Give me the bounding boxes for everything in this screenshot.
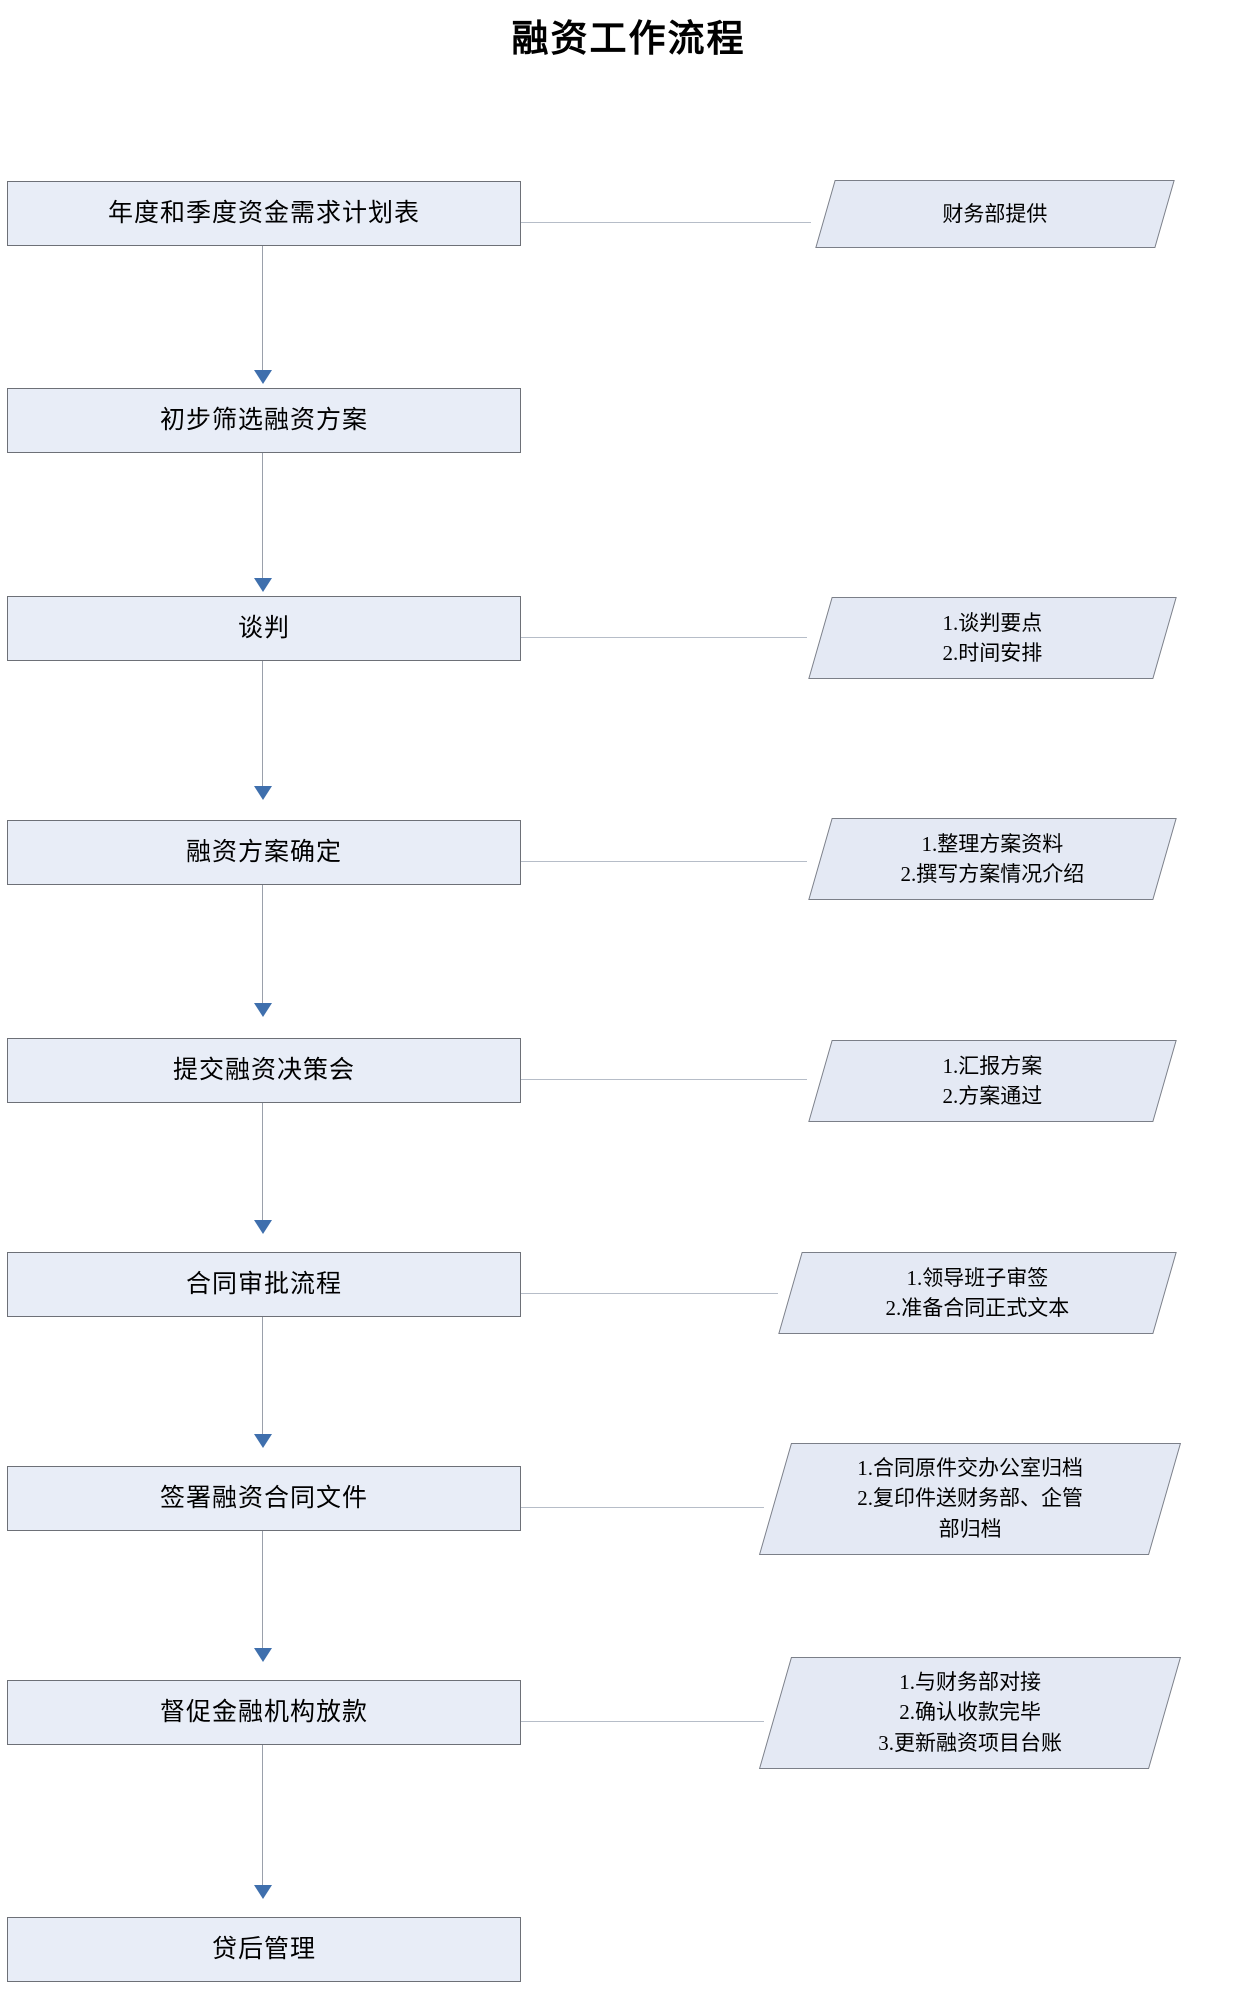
flow-stem-1 — [262, 246, 263, 370]
flow-arrow-7 — [254, 1648, 272, 1662]
flow-arrow-4 — [254, 1003, 272, 1017]
connector-5 — [521, 1079, 807, 1080]
connector-3 — [521, 637, 807, 638]
note-node-6[interactable]: 1.领导班子审签 2.准备合同正式文本 — [778, 1252, 1177, 1334]
flow-stem-4 — [262, 885, 263, 1003]
note-node-5[interactable]: 1.汇报方案 2.方案通过 — [808, 1040, 1177, 1122]
note-node-6-label: 1.领导班子审签 2.准备合同正式文本 — [885, 1265, 1070, 1320]
process-node-5-label: 提交融资决策会 — [172, 1056, 355, 1084]
note-node-8-label: 1.与财务部对接 2.确认收款完毕 3.更新融资项目台账 — [878, 1670, 1062, 1756]
flow-stem-5 — [262, 1103, 263, 1220]
note-node-4[interactable]: 1.整理方案资料 2.撰写方案情况介绍 — [808, 818, 1177, 900]
connector-8 — [521, 1721, 764, 1722]
note-node-1-label: 财务部提供 — [942, 201, 1048, 226]
connector-4 — [521, 861, 807, 862]
note-node-8[interactable]: 1.与财务部对接 2.确认收款完毕 3.更新融资项目台账 — [758, 1657, 1182, 1769]
process-node-4[interactable]: 融资方案确定 — [7, 820, 521, 885]
flow-arrow-8 — [254, 1885, 272, 1899]
flow-arrow-6 — [254, 1434, 272, 1448]
process-node-6[interactable]: 合同审批流程 — [7, 1252, 521, 1317]
flow-arrow-2 — [254, 578, 272, 592]
process-node-2-label: 初步筛选融资方案 — [159, 406, 368, 434]
flow-stem-6 — [262, 1317, 263, 1434]
process-node-9[interactable]: 贷后管理 — [7, 1917, 521, 1982]
process-node-5[interactable]: 提交融资决策会 — [7, 1038, 521, 1103]
connector-6 — [521, 1293, 778, 1294]
process-node-1[interactable]: 年度和季度资金需求计划表 — [7, 181, 521, 246]
process-node-8[interactable]: 督促金融机构放款 — [7, 1680, 521, 1745]
note-node-7-label: 1.合同原件交办公室归档 2.复印件送财务部、企管 部归档 — [857, 1456, 1083, 1542]
note-node-5-label: 1.汇报方案 2.方案通过 — [942, 1053, 1043, 1108]
process-node-2[interactable]: 初步筛选融资方案 — [7, 388, 521, 453]
connector-7 — [521, 1507, 764, 1508]
process-node-7[interactable]: 签署融资合同文件 — [7, 1466, 521, 1531]
connector-1 — [521, 222, 811, 223]
flow-arrow-3 — [254, 786, 272, 800]
note-node-3[interactable]: 1.谈判要点 2.时间安排 — [808, 597, 1177, 679]
process-node-8-label: 督促金融机构放款 — [159, 1698, 368, 1726]
process-node-7-label: 签署融资合同文件 — [159, 1484, 368, 1512]
process-node-4-label: 融资方案确定 — [185, 838, 342, 866]
note-node-3-label: 1.谈判要点 2.时间安排 — [942, 610, 1043, 665]
process-node-3-label: 谈判 — [237, 614, 290, 642]
process-node-9-label: 贷后管理 — [211, 1935, 316, 1963]
flow-stem-7 — [262, 1531, 263, 1648]
note-node-7[interactable]: 1.合同原件交办公室归档 2.复印件送财务部、企管 部归档 — [758, 1443, 1182, 1555]
note-node-4-label: 1.整理方案资料 2.撰写方案情况介绍 — [900, 831, 1085, 886]
flow-stem-8 — [262, 1745, 263, 1885]
page-title: 融资工作流程 — [511, 18, 746, 59]
process-node-6-label: 合同审批流程 — [185, 1270, 342, 1298]
note-node-1[interactable]: 财务部提供 — [815, 180, 1175, 248]
process-node-3[interactable]: 谈判 — [7, 596, 521, 661]
flow-stem-2 — [262, 453, 263, 578]
flow-arrow-5 — [254, 1220, 272, 1234]
flow-stem-3 — [262, 661, 263, 786]
flow-arrow-1 — [254, 370, 272, 384]
process-node-1-label: 年度和季度资金需求计划表 — [107, 199, 420, 227]
